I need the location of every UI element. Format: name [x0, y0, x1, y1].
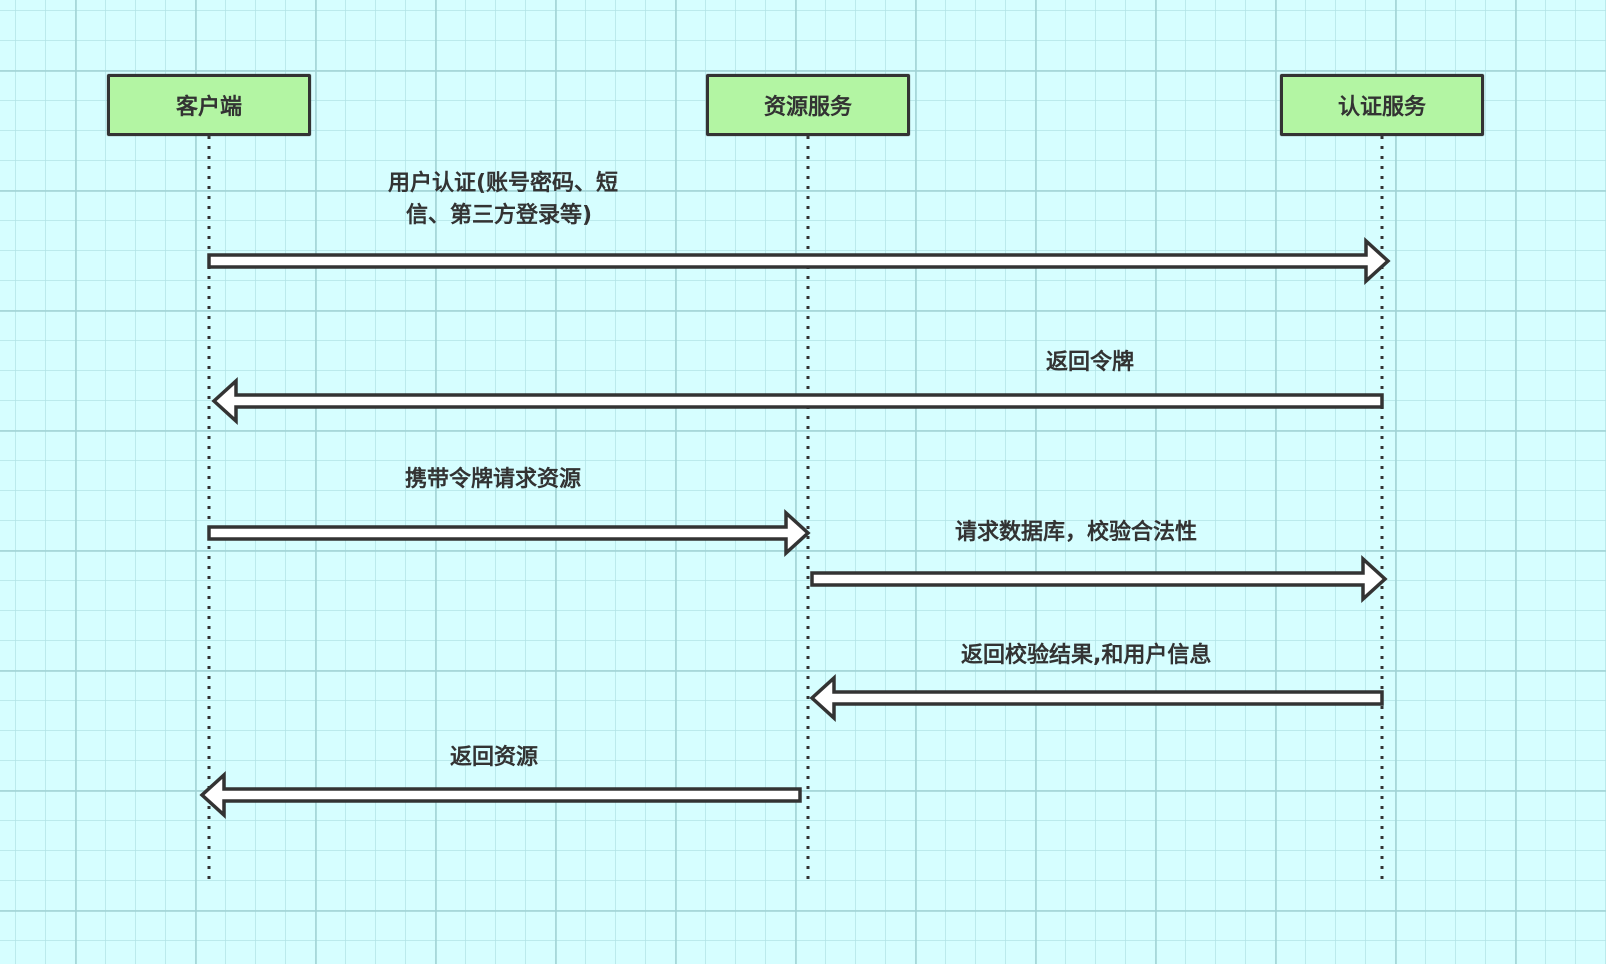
message-label-return-token: 返回令牌 — [1046, 350, 1135, 375]
message-arrow-auth-to-client[interactable] — [211, 377, 1384, 425]
message-label-request-resource: 携带令牌请求资源 — [405, 467, 582, 492]
participant-resource-service[interactable]: 资源服务 — [706, 74, 910, 136]
message-label-line: 用户认证(账号密码、短 — [388, 171, 619, 196]
message-arrow-client-to-auth[interactable] — [207, 237, 1391, 285]
participant-label: 认证服务 — [1337, 95, 1426, 120]
message-label-return-resource: 返回资源 — [450, 745, 539, 770]
participant-label: 资源服务 — [763, 95, 852, 120]
message-arrow-resource-to-auth[interactable] — [810, 555, 1388, 603]
participant-client[interactable]: 客户端 — [107, 74, 311, 136]
participant-label: 客户端 — [175, 95, 242, 120]
participant-auth-service[interactable]: 认证服务 — [1280, 74, 1484, 136]
message-arrow-auth-to-resource[interactable] — [809, 674, 1384, 722]
message-label-line: 信、第三方登录等) — [406, 203, 593, 228]
message-label-return-validation: 返回校验结果,和用户信息 — [961, 643, 1212, 668]
message-label-validate: 请求数据库，校验合法性 — [955, 520, 1198, 545]
message-arrow-resource-to-client[interactable] — [199, 771, 802, 819]
message-arrow-client-to-resource[interactable] — [207, 509, 811, 557]
message-label-user-auth: 用户认证(账号密码、短信、第三方登录等) — [388, 168, 618, 232]
